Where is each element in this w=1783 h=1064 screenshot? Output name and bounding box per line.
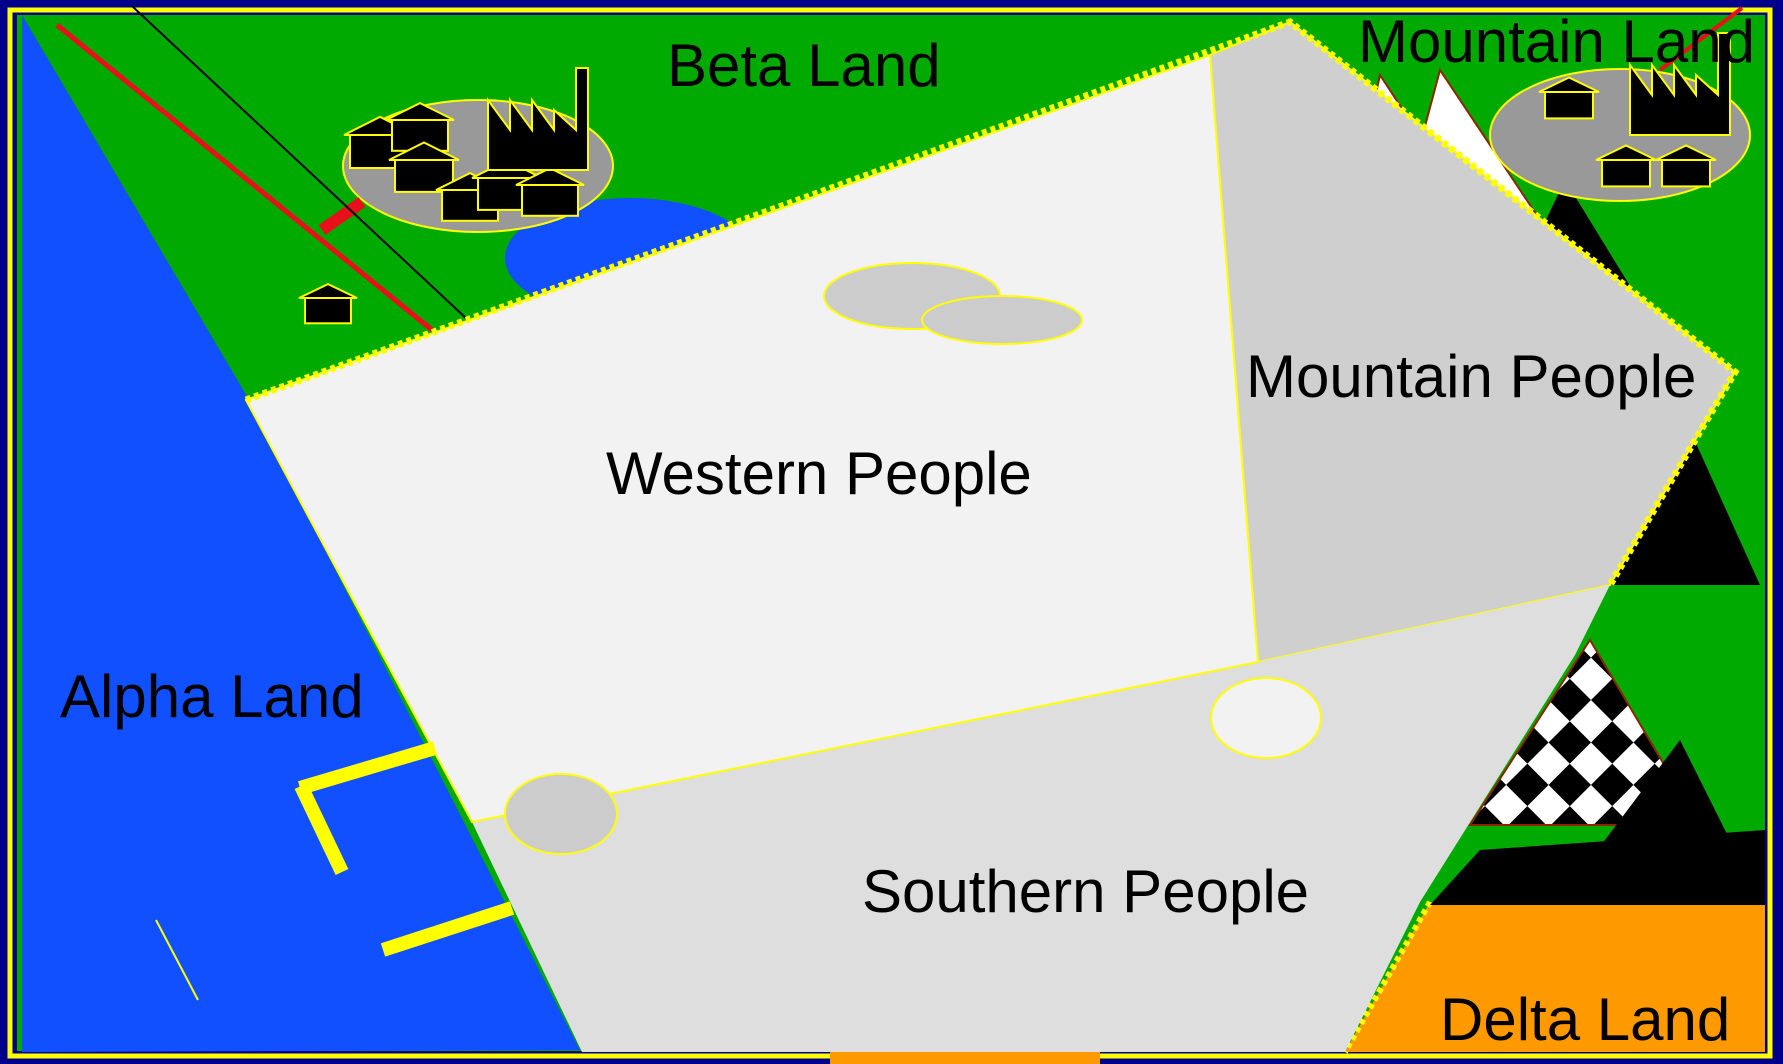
wall-segment (380, 901, 515, 957)
label-alpha-land: Alpha Land (60, 663, 364, 730)
house-icon (1538, 76, 1600, 120)
factory-icon (1629, 32, 1731, 136)
alpha-walls (294, 741, 515, 957)
house-icon (1655, 144, 1717, 188)
label-southern-people: Southern People (862, 858, 1309, 925)
railway-line (55, 23, 434, 332)
mountain-foot (1430, 830, 1765, 905)
factory-icon (487, 67, 589, 171)
label-beta-land: Beta Land (667, 32, 941, 99)
western-settlement-b (921, 295, 1083, 345)
alpha-thin-line (155, 919, 199, 1001)
label-delta-land: Delta Land (1440, 986, 1730, 1053)
railway-crossing (318, 197, 366, 235)
wall-segment (298, 741, 437, 795)
southern-settlement-a (1210, 677, 1322, 759)
southern-settlement-b (504, 773, 618, 855)
house-icon (298, 282, 358, 325)
factories (487, 32, 1731, 171)
alpha-land-water (22, 15, 580, 1052)
mountain-icon (1600, 430, 1760, 585)
road-line (131, 5, 469, 321)
label-western-people: Western People (606, 440, 1032, 507)
house-icon (515, 166, 585, 217)
southern-people-territory (472, 585, 1610, 1052)
railway-line-east (1658, 6, 1744, 72)
label-mountain-people: Mountain People (1246, 343, 1696, 410)
delta-land-region (1345, 902, 1765, 1052)
western-people-territory (244, 53, 1260, 824)
mountain-icon (1468, 638, 1702, 826)
house-icon (1595, 144, 1657, 188)
wall-segment (294, 782, 349, 876)
houses (298, 76, 1717, 325)
delta-dotted-border (1342, 900, 1433, 1054)
label-mountain-land: Mountain Land (1358, 8, 1755, 75)
delta-land-strip (830, 1050, 1100, 1064)
